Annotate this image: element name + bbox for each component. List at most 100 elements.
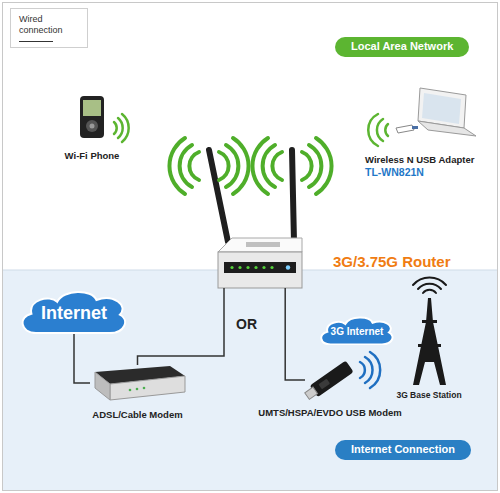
section-pill: Internet Connection (335, 440, 471, 460)
drawing-part (413, 298, 446, 385)
drawing-part (286, 265, 290, 269)
node-text: 3G/3.75G Router (333, 253, 451, 272)
wired-connection (285, 288, 305, 380)
usb-modem-icon (303, 361, 354, 402)
drawing-part (412, 126, 418, 129)
drawing-part (263, 145, 275, 187)
base-station-icon (413, 298, 446, 385)
drawing-part (423, 290, 436, 293)
cloud-node: 3G Internet (318, 315, 396, 345)
drawing-part (90, 124, 95, 129)
adsl-modem-icon (95, 366, 185, 400)
drawing-part (218, 252, 302, 288)
signal-waves (413, 278, 446, 293)
drawing-part (224, 262, 296, 273)
drawing-part (80, 96, 104, 138)
legend-box: Wired connection (10, 8, 88, 48)
drawing-part (219, 152, 229, 180)
drawing-part (302, 152, 312, 180)
drawing-part (218, 238, 302, 252)
free-label: OR (236, 316, 257, 332)
drawing-part (270, 266, 273, 269)
wifi-waves (114, 114, 129, 142)
drawing-part (418, 121, 476, 136)
legend-row: Wired connection (19, 14, 79, 42)
drawing-part (309, 145, 321, 187)
drawing-part (169, 138, 185, 194)
node-text: 3G Internet (331, 326, 384, 339)
drawing-part (272, 152, 282, 180)
drawing-part (209, 150, 228, 242)
node-text: Internet Connection (351, 443, 455, 457)
drawing-part (385, 124, 388, 136)
cloud-node: Internet (18, 288, 130, 334)
node-text: Wi-Fi Phone (65, 150, 120, 162)
drawing-part (86, 120, 98, 132)
drawing-part (95, 372, 110, 400)
node-text: TL-WN821N (365, 166, 474, 179)
drawing-part (118, 118, 123, 138)
drawing-part (254, 266, 257, 269)
device-node: UMTS/HSPA/EVDO USB Modem (305, 360, 355, 400)
drawing-part (246, 242, 280, 247)
router-icon (218, 238, 302, 288)
drawing-part (360, 362, 365, 378)
drawing-part (413, 278, 446, 285)
drawing-part (305, 387, 318, 399)
drawing-part (122, 114, 129, 142)
drawing-part (230, 266, 233, 269)
cloud-outline (321, 318, 392, 345)
device-caption: 3G Base Station (396, 390, 461, 401)
device-node: 3G Base Station (410, 280, 448, 385)
drawing-part (422, 93, 461, 124)
node-text: Internet (41, 302, 107, 325)
drawing-part (262, 266, 265, 269)
device-caption: 3G/3.75G Router (333, 253, 451, 272)
drawing-part (238, 266, 241, 269)
drawing-part (418, 284, 441, 289)
drawing-part (418, 344, 441, 347)
wired-connection (74, 334, 90, 383)
drawing-part (110, 376, 185, 400)
drawing-part (136, 388, 139, 391)
drawing-part (114, 122, 117, 134)
node-text: ADSL/Cable Modem (92, 409, 182, 421)
device-node: ADSL/Cable Modem (90, 365, 185, 401)
drawing-part (189, 152, 199, 180)
device-caption: UMTS/HSPA/EVDO USB Modem (258, 407, 401, 419)
device-node: Wi-Fi Phone (78, 96, 106, 140)
drawing-part (143, 387, 146, 390)
drawing-part (129, 389, 132, 392)
drawing-part (180, 145, 192, 187)
legend-line-sample (19, 41, 53, 42)
router-node: 3G/3.75G Router (218, 238, 302, 288)
wifi-waves (360, 352, 380, 388)
drawing-part (252, 138, 268, 194)
laptop-icon (396, 88, 476, 136)
drawing-part (83, 100, 101, 116)
drawing-part (365, 357, 373, 383)
wifi-phone-icon (80, 96, 104, 138)
drawing-part (377, 119, 383, 141)
device-caption: Wi-Fi Phone (65, 150, 120, 162)
drawing-part (370, 352, 380, 388)
drawing-part (368, 114, 378, 146)
router-waves (169, 138, 331, 194)
drawing-part (396, 125, 414, 133)
device-node: Wireless N USB AdapterTL-WN821N (390, 88, 476, 146)
node-text: Local Area Network (351, 40, 453, 54)
node-text: UMTS/HSPA/EVDO USB Modem (258, 407, 401, 419)
drawing-part (226, 145, 238, 187)
wifi-waves (368, 114, 388, 146)
drawing-part (233, 138, 249, 194)
node-text: 3G Base Station (396, 390, 461, 401)
drawing-part (292, 150, 294, 242)
drawing-part (318, 379, 330, 390)
frame (3, 3, 498, 491)
internet-region (3, 270, 497, 490)
legend-text: Wired connection (19, 14, 79, 37)
